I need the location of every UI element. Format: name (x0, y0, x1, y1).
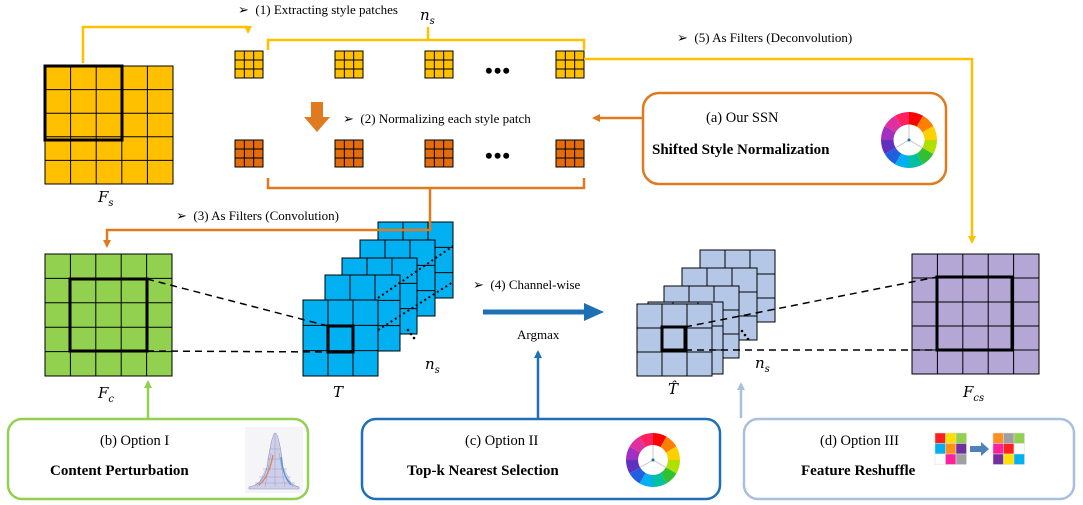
step-2-label: ➢ (2) Normalizing each style patch (343, 111, 531, 126)
fc-label: Fc (98, 384, 115, 405)
fs-label: Fs (98, 188, 114, 209)
orange-flow-arrows (103, 114, 642, 248)
channel-argmax-arrow (483, 303, 604, 321)
fs-patch-highlight (43, 64, 124, 142)
correlation-tensor-stack (302, 221, 454, 377)
normalized-patches-row (234, 139, 585, 168)
style-patch (334, 50, 364, 79)
gaussian-surface-icon (245, 427, 303, 493)
option-iii-box (742, 417, 1076, 501)
color-wheel-icon (881, 112, 937, 168)
that-highlight (660, 325, 687, 352)
stack-ellipsis-dots (740, 329, 750, 341)
fs-grid (44, 65, 174, 185)
option-i-subtitle: Content Perturbation (50, 463, 189, 479)
step-4-label: ➢ (4) Channel-wise (473, 277, 581, 292)
output-feature-grid (911, 253, 1040, 375)
option-i-title: (b) Option I (100, 433, 170, 449)
ellipsis-normalized-patches: ••• (485, 143, 512, 168)
style-patch (555, 50, 585, 79)
option-ii-subtitle: Top-k Nearest Selection (407, 463, 559, 479)
normalized-patch (555, 139, 585, 168)
ssn-box-subtitle: Shifted Style Normalization (652, 142, 830, 158)
ns-label-that: ns (755, 354, 770, 375)
step-1-label: ➢ (1) Extracting style patches (238, 2, 398, 17)
reshuffle-icon (934, 432, 1025, 465)
ns-label-t: ns (425, 355, 440, 376)
step-3-label: ➢ (3) As Filters (Convolution) (176, 208, 339, 223)
stack-ellipsis-dots (406, 328, 416, 340)
fc-grid (44, 253, 173, 377)
style-feature-grid (44, 65, 174, 185)
option-iii-title: (d) Option III (820, 433, 899, 449)
tensor-slice (302, 299, 379, 377)
style-patch (424, 50, 454, 79)
normalized-patch (424, 139, 454, 168)
normalized-patch (334, 139, 364, 168)
color-wheel-icon (626, 433, 680, 487)
yellow-flow-arrows (81, 25, 976, 244)
ssn-box (641, 91, 948, 186)
t-highlight (326, 324, 355, 354)
normalize-down-arrow (304, 102, 330, 132)
dashed-correspondence-lines (146, 276, 938, 353)
option-ii-title: (c) Option II (465, 433, 539, 449)
tensor-hat-slice (636, 303, 713, 377)
step-4-argmax-label: Argmax (517, 327, 560, 342)
ellipsis-style-patches: ••• (485, 58, 512, 83)
ssn-box-title: (a) Our SSN (706, 110, 779, 126)
t-label: T (333, 383, 344, 401)
ns-label-top: ns (420, 6, 435, 27)
fcs-patch-highlight (935, 275, 1014, 352)
fcs-grid (911, 253, 1040, 375)
fc-patch-highlight (68, 277, 149, 353)
option-iii-subtitle: Feature Reshuffle (801, 463, 916, 479)
option-ii-box (360, 417, 722, 501)
fcs-label: Fcs (963, 383, 985, 404)
content-feature-grid (44, 253, 173, 377)
normalized-patch (234, 139, 264, 168)
option-i-box (6, 417, 310, 501)
style-patch (234, 50, 264, 79)
style-patches-row (234, 50, 585, 79)
that-label: T̂ (668, 380, 679, 398)
step-5-label: ➢ (5) As Filters (Deconvolution) (677, 30, 853, 45)
t-dotted-lines (377, 245, 454, 331)
